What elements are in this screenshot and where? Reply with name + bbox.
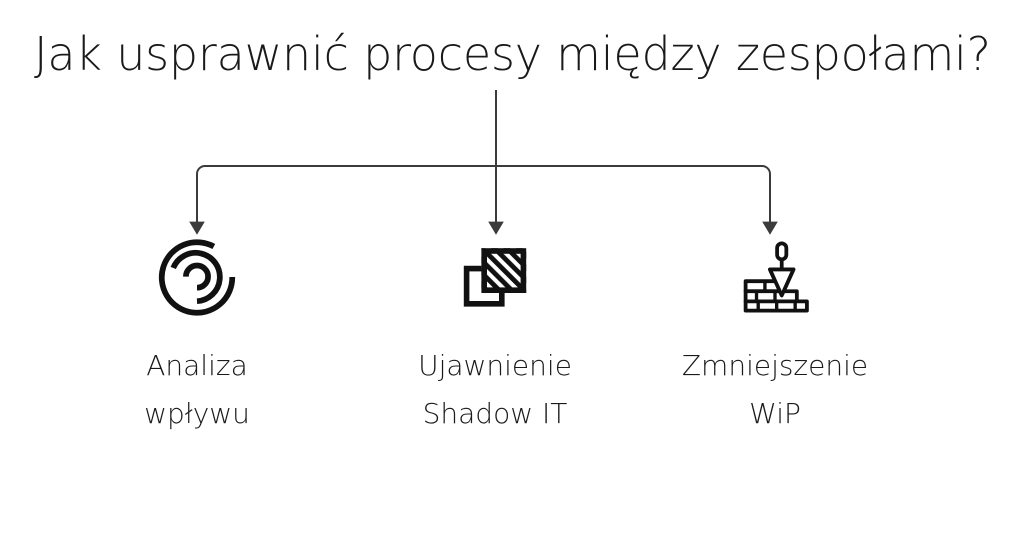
branch-item-zmniejszenie-wip[interactable]: Zmniejszenie WiP: [645, 236, 905, 438]
trowel-brick-wall-icon: [733, 236, 817, 318]
concentric-ripple-icon: [156, 236, 238, 318]
connector-branch-left: [189, 165, 496, 235]
connector-branch-right: [496, 165, 778, 235]
branch-label: Zmniejszenie WiP: [681, 349, 869, 430]
branch-item-analiza-wplywu[interactable]: Analiza wpływu: [67, 236, 327, 438]
branch-label: Ujawnienie Shadow IT: [418, 349, 572, 430]
branch-label: Analiza wpływu: [144, 349, 250, 430]
branch-item-ujawnienie-shadow-it[interactable]: Ujawnienie Shadow IT: [365, 236, 625, 438]
page-title: Jak usprawnić procesy między zespołami?: [34, 27, 991, 81]
overlapping-hatched-squares-icon: [455, 236, 535, 318]
